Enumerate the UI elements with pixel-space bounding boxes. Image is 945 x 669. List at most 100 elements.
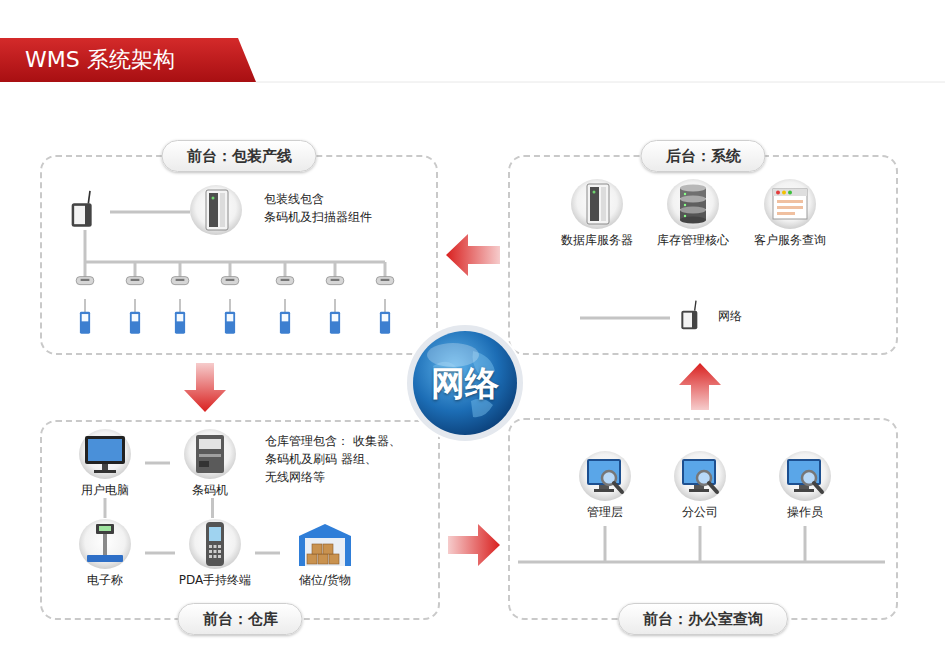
printer-icon-part (199, 454, 221, 457)
scanner-icon-part (221, 277, 239, 285)
minipda-icon (330, 312, 340, 334)
globe-shape-part (405, 323, 525, 443)
device-caption: 电子称 (65, 572, 145, 588)
search-icon-part (709, 483, 717, 492)
minipda-icon-part (130, 312, 140, 334)
device-caption: 用户电脑 (65, 482, 145, 498)
wire-connector (104, 498, 107, 518)
router-icon-part (681, 311, 697, 330)
globe-shape-part (413, 331, 517, 435)
minipda-icon-part (227, 314, 234, 321)
minipda-icon-part (280, 312, 290, 334)
pda-icon-part (209, 527, 221, 541)
device-icons (72, 185, 394, 334)
diagram-title: WMS 系统架构 (25, 47, 175, 73)
scanner-icon-part (326, 277, 344, 285)
db-icon-part (680, 217, 706, 224)
router-icon-part (683, 313, 692, 328)
device-node: 数据库服务器 (552, 178, 642, 248)
device-node: 储位/货物 (280, 518, 370, 588)
device-caption: 库存管理核心 (648, 232, 738, 248)
db-icon-part (684, 204, 686, 206)
search-icon (565, 450, 645, 502)
router-icon (672, 292, 712, 340)
wire-connector (145, 552, 175, 555)
router-icon-part (88, 191, 90, 204)
minipda-icon-part (80, 312, 90, 334)
scale-icon-part (99, 526, 111, 531)
globe-shape-part (407, 325, 523, 441)
minipda-icon-part (175, 312, 185, 334)
db-icon-part (680, 207, 706, 214)
warehouse-icon-part (299, 524, 351, 566)
pda-icon-part-part (214, 555, 217, 558)
monitor-icon-part (88, 439, 122, 461)
minipda-icon (380, 312, 390, 334)
db-icon-part (684, 215, 686, 217)
scanner-icon (126, 277, 144, 285)
device-node: 分公司 (660, 450, 740, 520)
server-icon-part (220, 193, 225, 227)
server-icon-part (190, 185, 242, 235)
device-caption: 数据库服务器 (552, 232, 642, 248)
panel-heading: 前台：仓库 (178, 603, 303, 635)
scanner-icon (376, 277, 394, 285)
device-node: 库存管理核心 (648, 178, 738, 248)
monitor-icon-part (79, 429, 131, 479)
wire (384, 299, 386, 312)
panel-heading: 前台：办公室查询 (618, 603, 788, 635)
note-label: 仓库管理包含： 收集器、条码机及刷码 器组、无线网络等 (265, 432, 401, 486)
flow-arrow (679, 363, 721, 410)
search-icon-part (674, 451, 726, 501)
minipda-icon-part (177, 314, 184, 321)
wire (84, 230, 87, 262)
scale-icon-part (96, 524, 114, 534)
search-icon (660, 450, 740, 502)
wire (580, 317, 670, 320)
region-panel: 前台：包装产线 (40, 155, 438, 355)
monitor-icon-part (94, 470, 116, 473)
printer-icon-part (196, 435, 224, 473)
scale-icon-part (79, 519, 131, 569)
globe-label: 网络 (431, 363, 499, 403)
wire (804, 526, 807, 562)
db-icon-part (680, 185, 706, 192)
win-icon-part (788, 191, 792, 195)
pda-icon-part (206, 522, 224, 566)
wire (699, 526, 702, 562)
search-icon-part (814, 483, 822, 492)
device-caption: 客户服务查询 (745, 232, 835, 248)
pda-icon-part-part (218, 545, 221, 548)
wire (85, 261, 385, 264)
monitor-icon-part (85, 436, 125, 464)
scanner-icon (221, 277, 239, 285)
search-icon (765, 450, 845, 502)
wire-connector (211, 498, 214, 518)
warehouse-icon-part-part (323, 544, 333, 554)
title-rule (256, 82, 945, 83)
device-caption: 储位/货物 (280, 572, 370, 588)
flow-arrow (448, 524, 500, 566)
device-node: 管理层 (565, 450, 645, 520)
scanner-icon (276, 277, 294, 285)
win-icon-part (773, 189, 807, 196)
scanner-icon-part (381, 279, 390, 281)
win-icon-part (776, 191, 780, 195)
minipda-icon (225, 312, 235, 334)
win-icon-part (777, 212, 795, 215)
server-icon-part (212, 197, 215, 200)
wire (110, 211, 190, 214)
flow-arrow (184, 363, 226, 412)
warehouse-icon-part-part (318, 554, 328, 564)
device-caption: 管理层 (565, 504, 645, 520)
server-icon-part (601, 187, 606, 221)
db-icon-part (667, 179, 719, 229)
device-node: 电子称 (65, 518, 145, 588)
win-icon-part (764, 179, 816, 229)
warehouse-icon-part-part (329, 554, 339, 564)
scanner-icon-part (226, 279, 235, 281)
pda-icon-part (209, 545, 221, 558)
minipda-icon (280, 312, 290, 334)
monitor-icon-part (102, 464, 108, 470)
